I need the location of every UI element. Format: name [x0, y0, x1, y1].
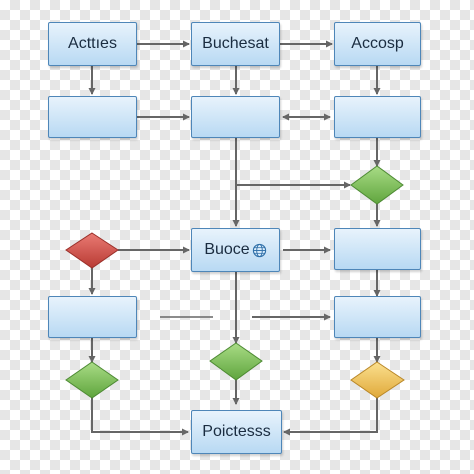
process-box-top-middle-label: Buchesat	[202, 35, 269, 52]
process-box-top-middle: Buchesat	[191, 22, 280, 66]
decision-diamond-left-green	[65, 361, 119, 399]
connector	[283, 398, 378, 436]
decision-diamond-right	[350, 165, 404, 205]
process-box-row3-right	[334, 228, 421, 270]
process-box-top-right-label: Accosp	[351, 35, 404, 52]
connector	[91, 398, 189, 436]
process-box-center: Buoce	[191, 228, 280, 272]
process-box-center-label: Buoce	[204, 241, 250, 258]
process-box-top-left-label: Acttıes	[68, 35, 117, 52]
process-box-row2-left	[48, 96, 137, 138]
process-box-row4-right	[334, 296, 421, 338]
decision-diamond-red	[65, 232, 119, 269]
globe-icon	[252, 243, 266, 257]
process-box-row2-right	[334, 96, 421, 138]
process-box-top-right: Accosp	[334, 22, 421, 66]
process-box-row4-left	[48, 296, 137, 338]
decision-diamond-center-green	[209, 342, 263, 381]
process-box-row2-middle	[191, 96, 280, 138]
process-box-top-left: Acttıes	[48, 22, 137, 66]
process-box-bottom-label: Poictesss	[202, 423, 271, 440]
process-box-bottom: Poictesss	[191, 410, 282, 454]
decision-diamond-yellow	[350, 361, 405, 399]
